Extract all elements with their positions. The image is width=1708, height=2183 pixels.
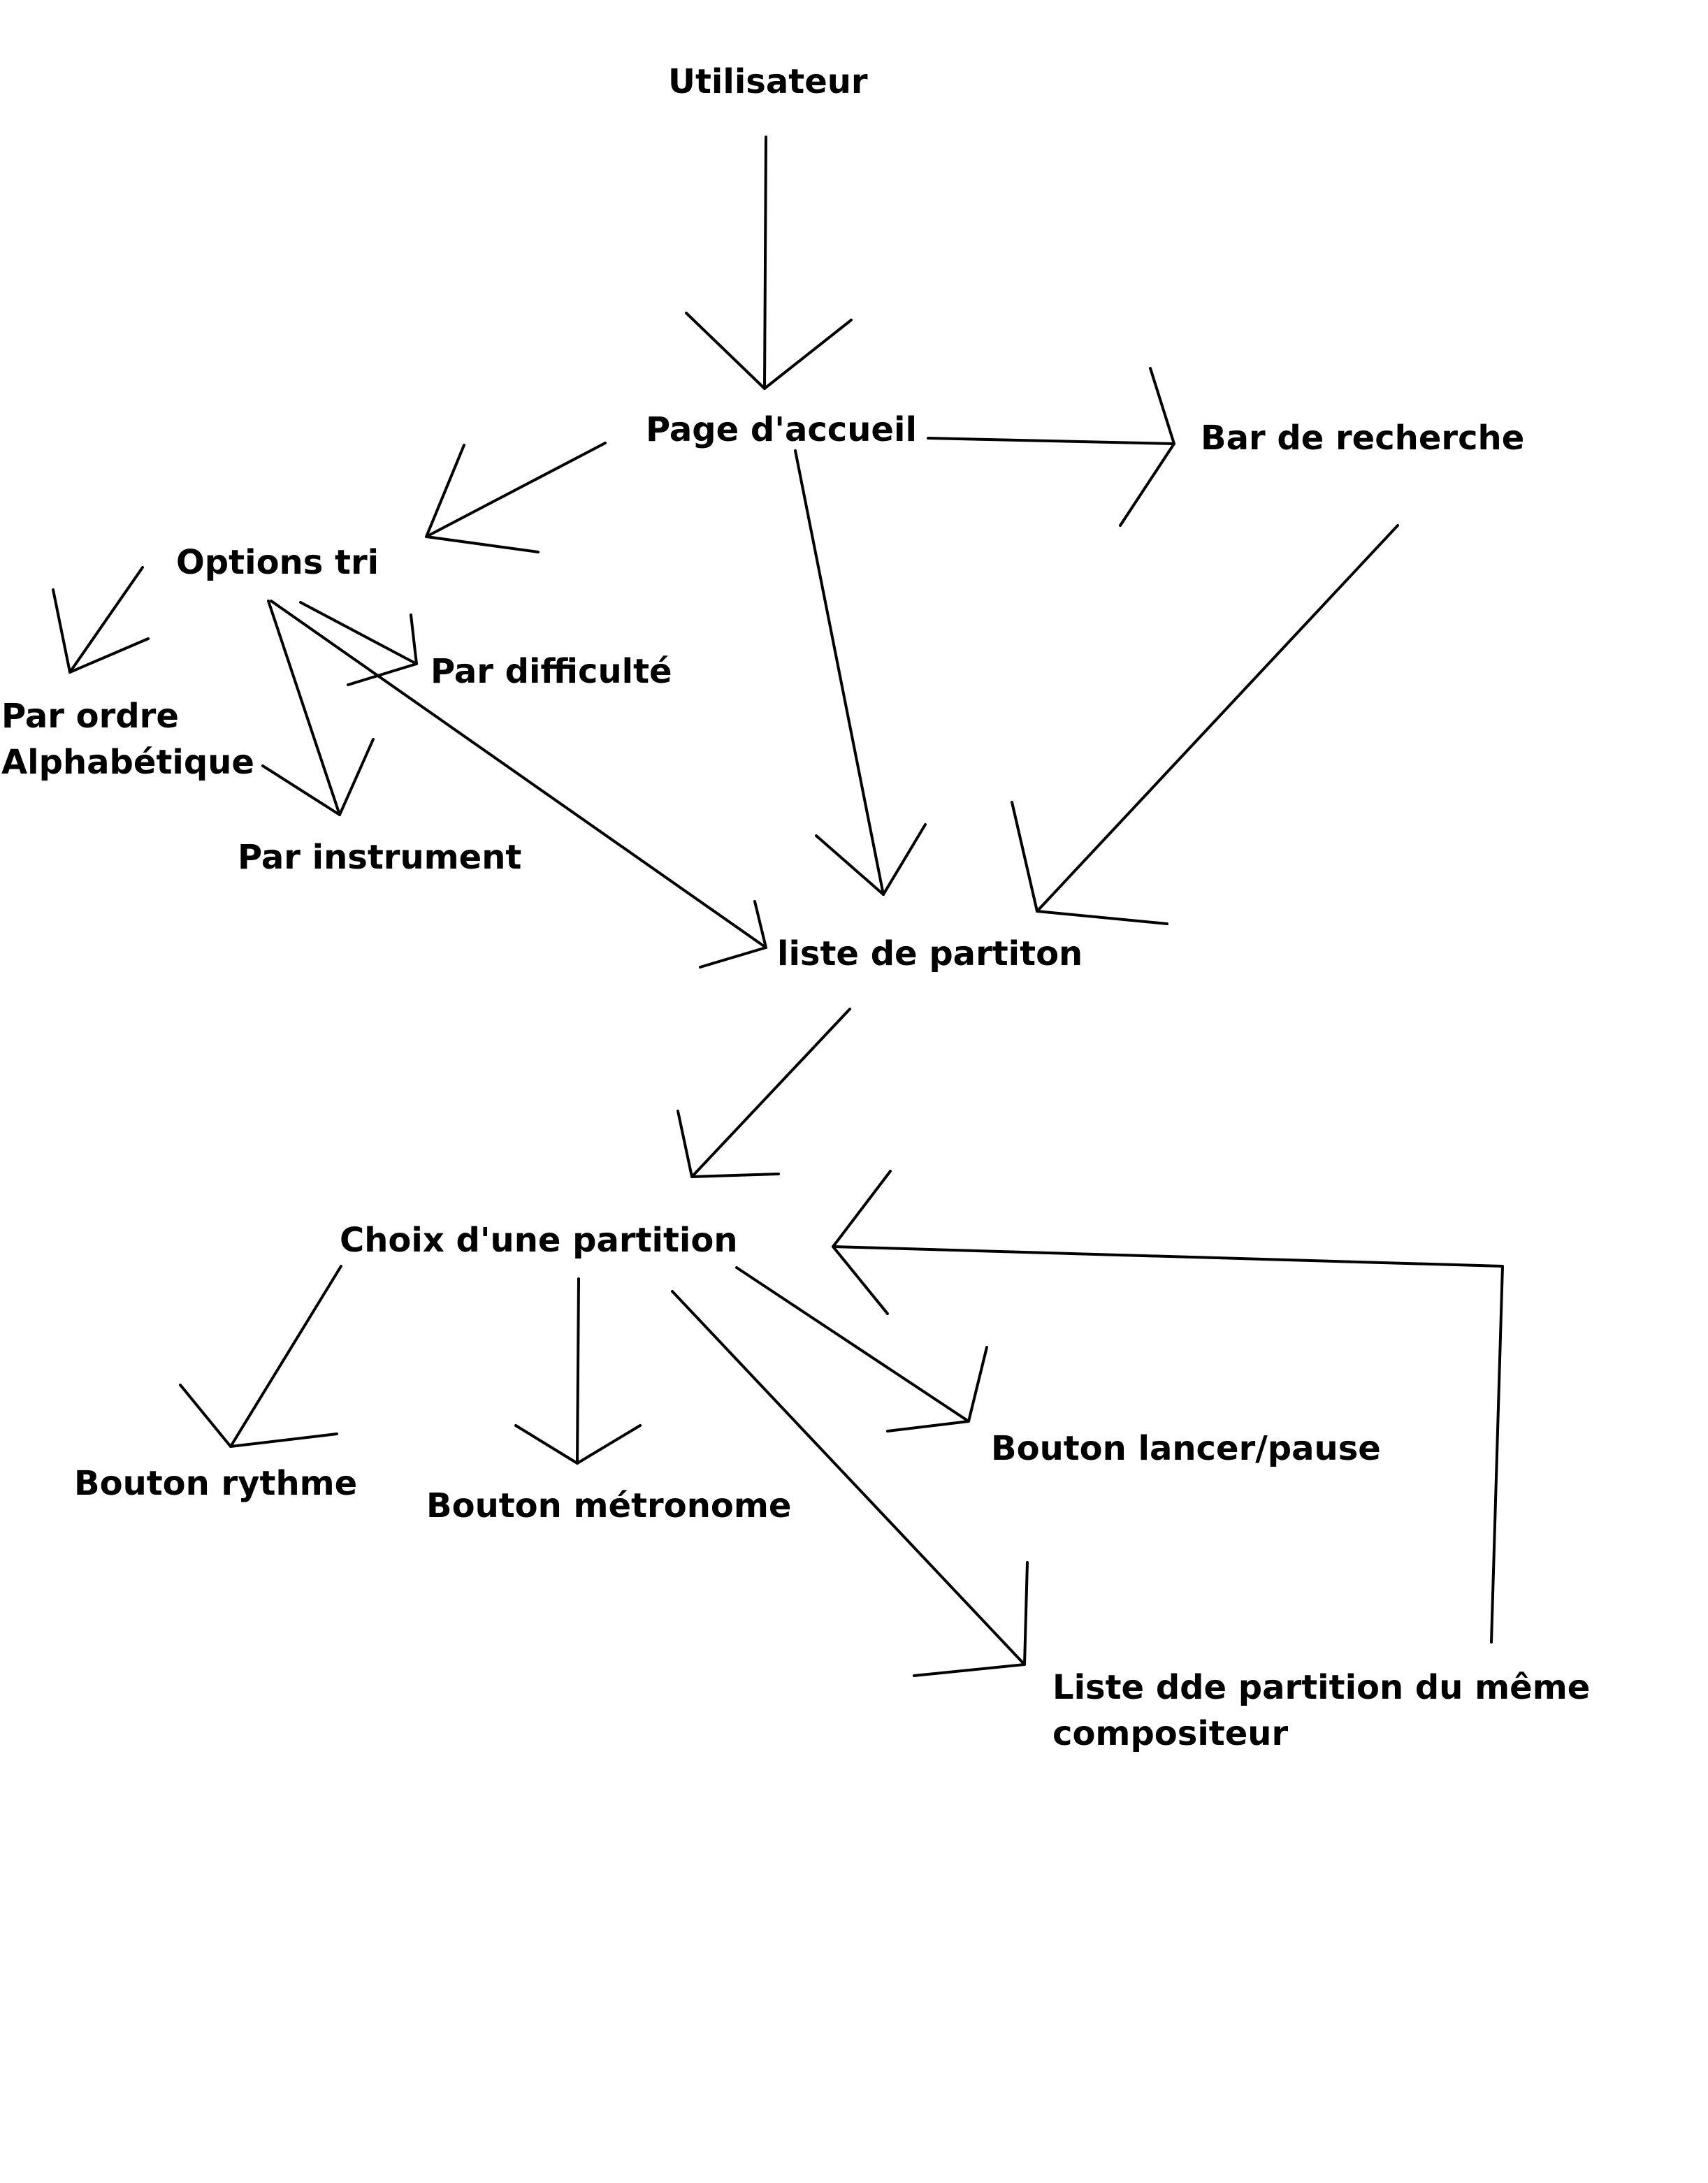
- arrow-compositeur-to-choix: [832, 1170, 1504, 1644]
- node-liste-compositeur-line1: Liste dde partition du même: [1052, 1668, 1591, 1707]
- node-bouton-rythme: Bouton rythme: [74, 1464, 358, 1503]
- arrow-choix-to-lancer-pause: [735, 1266, 988, 1433]
- arrow-accueil-to-recherche: [927, 367, 1175, 527]
- arrow-utilisateur-to-accueil: [685, 136, 853, 390]
- arrow-recherche-to-liste: [1011, 524, 1399, 925]
- arrow-options-to-liste: [270, 600, 767, 969]
- node-par-ordre: Par ordre Alphabétique: [1, 693, 254, 785]
- arrow-choix-to-compositeur: [671, 1290, 1029, 1677]
- node-liste-partition: liste de partiton: [777, 934, 1083, 973]
- node-par-instrument: Par instrument: [238, 838, 522, 877]
- node-par-ordre-line1: Par ordre: [1, 697, 179, 736]
- node-par-difficulte: Par difficulté: [430, 652, 672, 691]
- node-bouton-metronome: Bouton métronome: [426, 1486, 792, 1525]
- node-bar-recherche: Bar de recherche: [1201, 419, 1525, 458]
- node-choix-partition: Choix d'une partition: [340, 1221, 738, 1260]
- node-liste-compositeur-line2: compositeur: [1052, 1714, 1289, 1753]
- arrow-accueil-to-liste: [794, 449, 927, 896]
- node-par-ordre-line2: Alphabétique: [1, 743, 254, 782]
- node-page-accueil: Page d'accueil: [646, 410, 917, 449]
- node-liste-compositeur: Liste dde partition du même compositeur: [1052, 1665, 1590, 1757]
- arrow-options-to-instrument: [261, 600, 375, 816]
- arrow-choix-to-rythme: [179, 1265, 342, 1448]
- arrow-liste-to-choix: [676, 1008, 851, 1178]
- arrow-choix-to-metronome: [514, 1277, 642, 1465]
- arrow-options-to-alphabetique: [52, 566, 150, 674]
- node-options-tri: Options tri: [176, 543, 379, 582]
- node-utilisateur: Utilisateur: [668, 62, 868, 101]
- arrow-options-to-difficulte: [299, 601, 418, 686]
- arrow-accueil-to-options: [425, 442, 607, 553]
- node-bouton-lancer-pause: Bouton lancer/pause: [991, 1429, 1381, 1468]
